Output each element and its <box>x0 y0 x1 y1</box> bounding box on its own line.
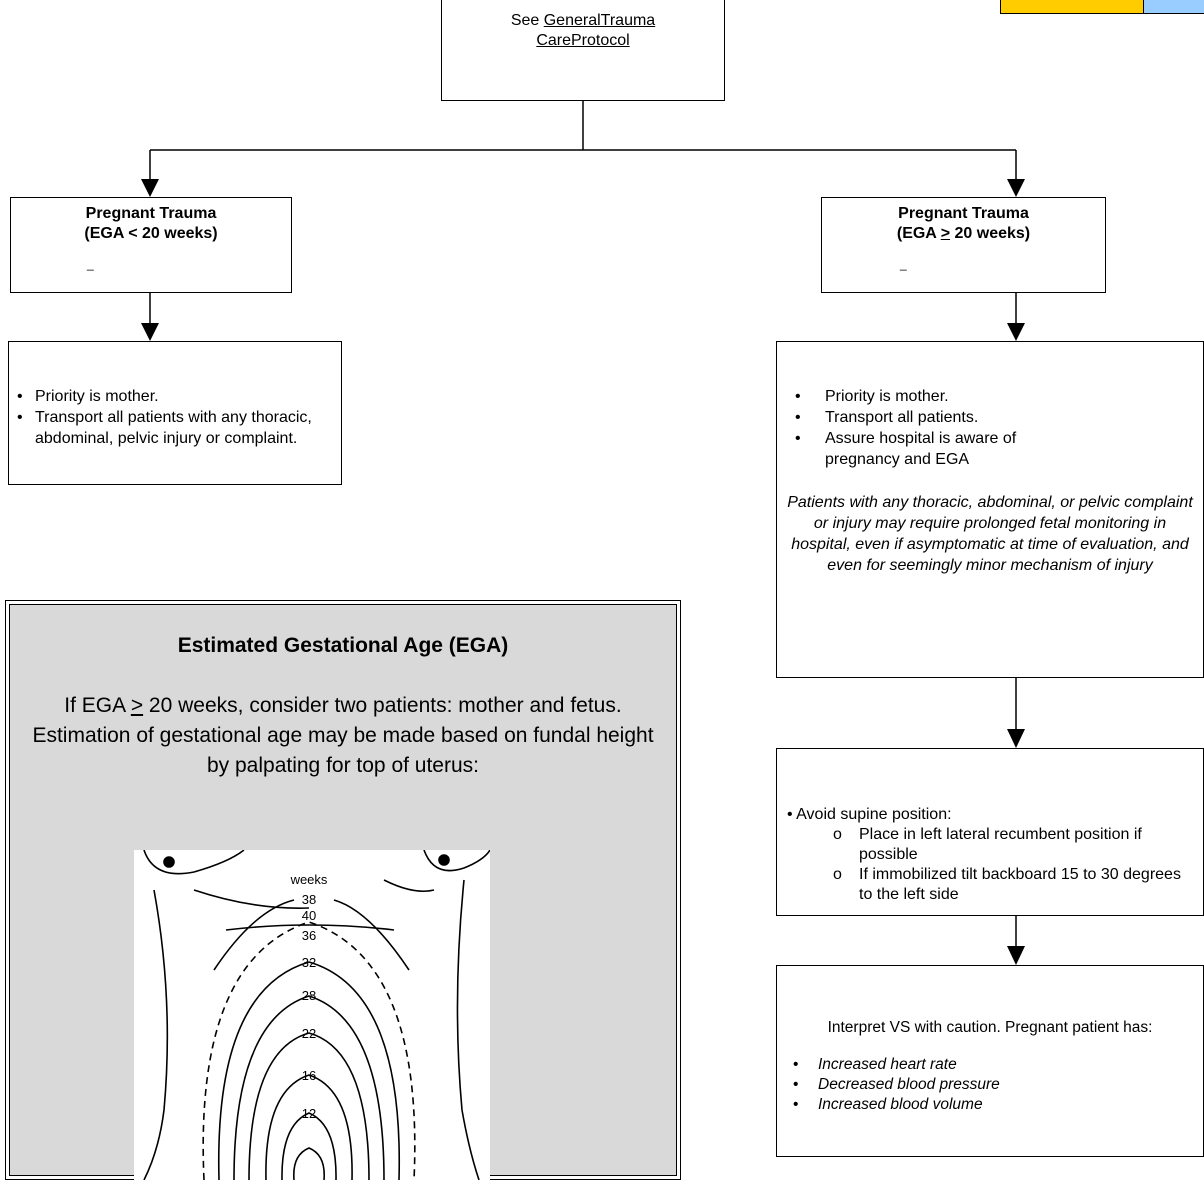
ega-info-panel: Estimated Gestational Age (EGA) If EGA >… <box>9 604 677 1181</box>
arrowhead-left-list <box>141 323 159 341</box>
ge-symbol: > <box>940 225 951 242</box>
right-title-line2-prefix: (EGA <box>896 225 941 242</box>
arrowhead-right-title <box>1007 179 1025 197</box>
list-item: Increased blood volume <box>777 1095 1203 1115</box>
left-title-line2: (EGA < 20 weeks) <box>84 225 218 242</box>
vital-signs-box: Interpret VS with caution. Pregnant pati… <box>776 965 1204 1157</box>
top-prefix: See <box>510 12 544 29</box>
sub-list-item: o Place in left lateral recumbent positio… <box>777 825 1203 865</box>
week-label: 40 <box>302 908 316 923</box>
bullet-glyph: • <box>787 806 793 823</box>
arrowhead-left-title <box>141 179 159 197</box>
avoid-supine-box: • Avoid supine position: o Place in left … <box>776 748 1204 916</box>
week-label: 12 <box>302 1106 316 1121</box>
avoid-supine-text: Avoid supine position: <box>796 806 952 823</box>
fundal-height-illustration: weeks 38 40 36 32 28 22 16 12 <box>143 849 491 1181</box>
vs-intro: Interpret VS with caution. Pregnant pati… <box>827 1019 1153 1036</box>
pregnant-trauma-ge20-box: Pregnant Trauma (EGA > 20 weeks) _ <box>821 197 1106 293</box>
ge-symbol: > <box>130 694 144 717</box>
list-item: Priority is mother. <box>9 386 341 407</box>
left-title-line1: Pregnant Trauma <box>85 205 217 222</box>
week-label: 22 <box>302 1026 316 1041</box>
list-item: Decreased blood pressure <box>777 1075 1203 1095</box>
fundal-height-diagram: weeks 38 40 36 32 28 22 16 12 <box>134 849 491 1181</box>
list-item: Transport all patients. <box>777 407 1203 428</box>
ega-text-prefix: If EGA <box>64 694 131 717</box>
ega-info-box: Estimated Gestational Age (EGA) If EGA >… <box>5 600 681 1181</box>
arrowhead-vs <box>1007 946 1025 965</box>
general-trauma-link[interactable]: GeneralTrauma <box>543 12 656 29</box>
right-title-line2-suffix: 20 weeks) <box>950 225 1031 242</box>
list-item: Transport all patients with any thoracic… <box>9 407 341 449</box>
week-label: 28 <box>302 988 316 1003</box>
left-instructions-box: Priority is mother. Transport all patien… <box>8 341 342 485</box>
list-item: Priority is mother. <box>777 386 1203 407</box>
arrowhead-right-list <box>1007 323 1025 341</box>
week-label: 36 <box>302 928 316 943</box>
list-item: Increased heart rate <box>777 1055 1203 1075</box>
sub-item-text: If immobilized tilt backboard 15 to 30 d… <box>859 866 1181 903</box>
pregnant-trauma-lt20-box: Pregnant Trauma (EGA < 20 weeks) _ <box>10 197 292 293</box>
ega-title: Estimated Gestational Age (EGA) <box>177 634 509 657</box>
left-title-mark: _ <box>87 257 94 271</box>
sub-item-text: Place in left lateral recumbent position… <box>859 826 1142 863</box>
flow-connectors <box>141 101 1025 965</box>
right-title-mark: _ <box>900 257 907 271</box>
corner-tab-blue <box>1143 0 1204 14</box>
week-label: 32 <box>302 955 316 970</box>
general-trauma-box: See GeneralTrauma CareProtocol <box>441 0 725 101</box>
sub-list-item: o If immobilized tilt backboard 15 to 30 … <box>777 865 1203 905</box>
list-item: Assure hospital is aware of pregnancy an… <box>777 428 1203 470</box>
weeks-header: weeks <box>290 872 328 887</box>
avoid-supine-line: • Avoid supine position: <box>777 805 1203 825</box>
ega-description: If EGA > 20 weeks, consider two patients… <box>28 691 658 781</box>
ega-text-suffix: 20 weeks, consider two patients: mother … <box>32 694 660 777</box>
arrowhead-supine <box>1007 729 1025 748</box>
right-instructions-box: Priority is mother. Transport all patien… <box>776 341 1204 678</box>
week-label: 38 <box>302 892 316 907</box>
week-label: 16 <box>302 1068 316 1083</box>
sub-bullet-glyph: o <box>833 826 842 843</box>
right-title-line2: (EGA > 20 weeks) <box>822 224 1105 244</box>
sub-bullet-glyph: o <box>833 866 842 883</box>
care-protocol-link[interactable]: CareProtocol <box>536 32 630 49</box>
fetal-monitoring-note: Patients with any thoracic, abdominal, o… <box>787 494 1193 574</box>
right-title-line1: Pregnant Trauma <box>898 205 1029 222</box>
